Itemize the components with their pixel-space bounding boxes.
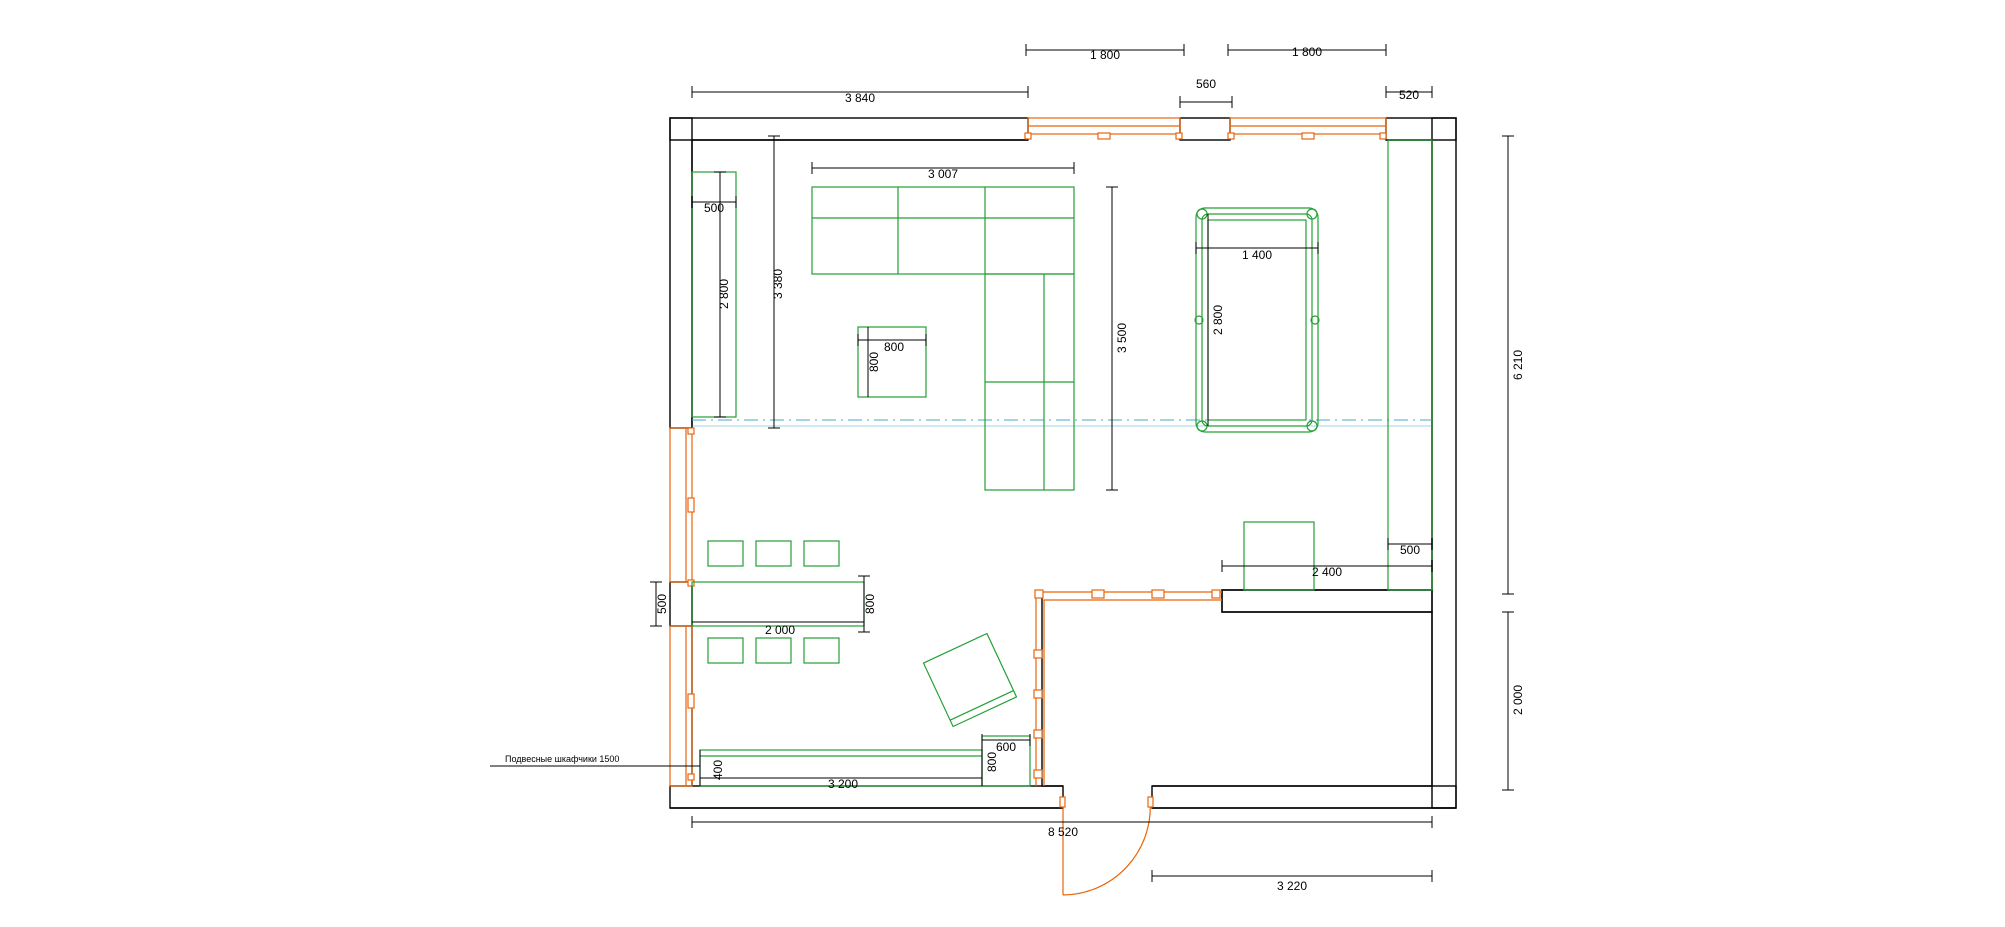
- dim-bottom-8520: 8 520: [1048, 825, 1078, 839]
- shelf-right: [1387, 139, 1433, 591]
- furniture: [691, 139, 1433, 787]
- wall-partition-inner: [1221, 589, 1433, 613]
- wall-top-left: [669, 117, 1029, 141]
- annotation-wall-cabinets: Подвесные шкафчики 1500: [505, 754, 619, 764]
- dim-left-2800: 2 800: [717, 279, 731, 309]
- dim-kitchen-3200: 3 200: [828, 777, 858, 791]
- dim-left-3380: 3 380: [771, 269, 785, 299]
- dimension-lines: [490, 44, 1514, 882]
- dim-kitchen-400: 400: [711, 760, 725, 780]
- dim-kitchen-800: 800: [985, 752, 999, 772]
- dim-billiard-2800: 2 800: [1211, 305, 1225, 335]
- dim-top-520: 520: [1399, 88, 1419, 102]
- dim-billiard-1400: 1 400: [1242, 248, 1272, 262]
- windows: [669, 117, 1387, 896]
- wall-left-jog: [669, 581, 693, 627]
- walls: [669, 117, 1457, 809]
- dimension-labels: 1 800 1 800 3 840 560 520 3 007 500 2 80…: [505, 45, 1525, 893]
- entrance-door: [1059, 796, 1154, 896]
- dim-top-560: 560: [1196, 77, 1216, 91]
- dim-right-6210: 6 210: [1511, 350, 1525, 380]
- wall-bottom-right: [1151, 785, 1457, 809]
- corner-sofa: [811, 186, 1075, 491]
- dim-table-500-left: 500: [655, 594, 669, 614]
- pouf: [857, 326, 927, 398]
- dim-kitchen-600: 600: [996, 740, 1016, 754]
- dim-top-1800-a: 1 800: [1090, 48, 1120, 62]
- dim-top-3840: 3 840: [845, 91, 875, 105]
- dim-top-1800-b: 1 800: [1292, 45, 1322, 59]
- dim-pouf-800-w: 800: [884, 340, 904, 354]
- wall-bottom-left: [669, 785, 1064, 809]
- armchair: [922, 632, 1018, 728]
- wall-top-right: [1385, 117, 1457, 141]
- dim-sofa-3007: 3 007: [928, 167, 958, 181]
- dim-pouf-800-h: 800: [867, 352, 881, 372]
- wall-right: [1431, 117, 1457, 809]
- dining-set: [691, 540, 865, 664]
- dim-center-3500: 3 500: [1115, 323, 1129, 353]
- dim-table-800-right: 800: [863, 594, 877, 614]
- wall-top-pier: [1179, 117, 1231, 141]
- dim-left-500: 500: [704, 201, 724, 215]
- dim-right-2000: 2 000: [1511, 685, 1525, 715]
- wall-left-upper: [669, 117, 693, 429]
- dim-table-2000: 2 000: [765, 623, 795, 637]
- dim-right-2400: 2 400: [1312, 565, 1342, 579]
- cabinet-small: [1243, 521, 1315, 591]
- dim-right-500: 500: [1400, 543, 1420, 557]
- dim-bottom-3220: 3 220: [1277, 879, 1307, 893]
